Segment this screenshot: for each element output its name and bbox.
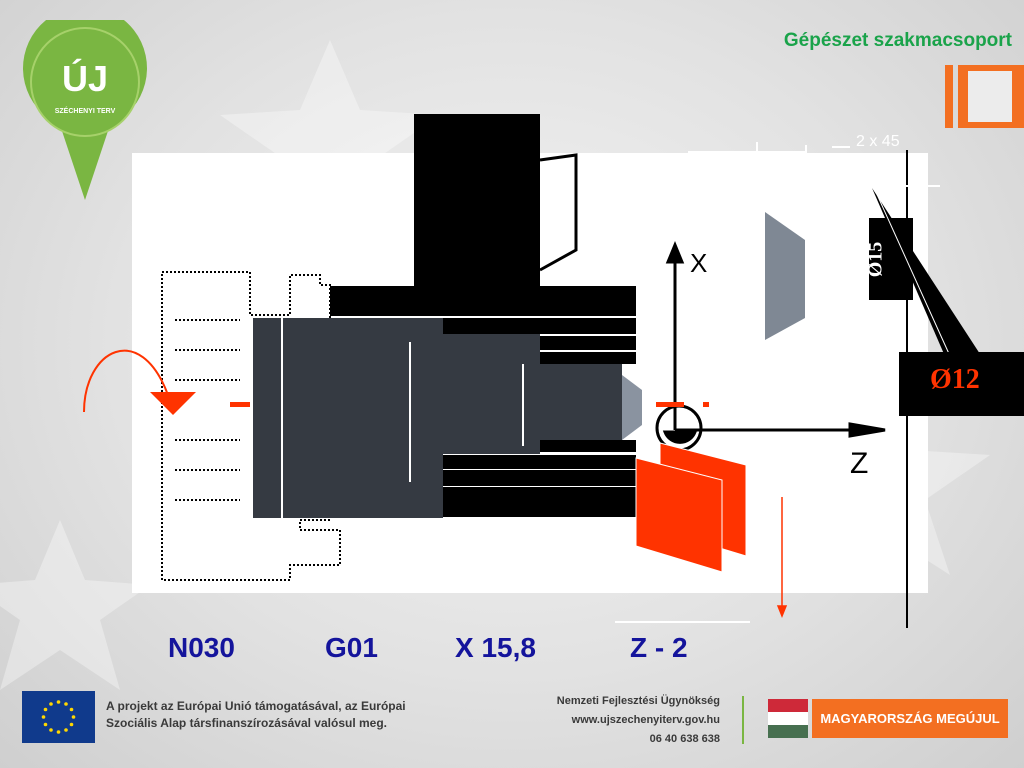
diameter-small-label: Ø12: [930, 364, 980, 395]
chuck-outline: [161, 271, 341, 581]
x-word: X 15,8: [455, 632, 536, 663]
phone-number: 06 40 638 638: [649, 733, 720, 745]
chamfer-label: 2 x 45: [856, 133, 900, 150]
page-title: Gépészet szakmacsoport: [783, 30, 1012, 51]
eu-flag: [22, 691, 95, 743]
eu-text-line1: A projekt az Európai Unió támogatásával,…: [106, 699, 406, 713]
orange-bar-decoration: [940, 65, 1024, 128]
workpiece: [253, 318, 642, 518]
nc-program-line: N030 G01 X 15,8 Z - 2: [0, 632, 1024, 672]
uj-szechenyi-terv-logo: [23, 20, 147, 200]
rotation-arrow-icon: [83, 349, 250, 415]
tool-holder-shape: [765, 212, 805, 340]
logo-sub-text: SZÉCHENYI TERV: [54, 108, 116, 115]
callout-pointer: [872, 188, 980, 354]
diameter-large-label: Ø15: [864, 241, 887, 278]
z-word: Z - 2: [630, 632, 688, 663]
eu-stars-icon: [41, 700, 76, 734]
website-link[interactable]: www.ujszechenyiterv.gov.hu: [571, 714, 720, 726]
slogan-badge: MAGYARORSZÁG MEGÚJUL: [812, 699, 1008, 738]
coordinate-axes: [655, 241, 886, 452]
diameter-small-box: [899, 352, 1024, 416]
logo-main-text: ÚJ: [61, 58, 109, 99]
axis-z-label: Z: [850, 447, 869, 480]
chamfer-dimension: [688, 142, 850, 155]
tool-marker: [656, 402, 684, 407]
eu-text-line2: Szociális Alap társfinanszírozásával val…: [106, 716, 387, 730]
axis-x-label: X: [690, 248, 708, 278]
agency-name: Nemzeti Fejlesztési Ügynökség: [556, 695, 720, 707]
cutting-tool: [635, 442, 747, 573]
n-word: N030: [168, 632, 235, 663]
footer-divider: [742, 696, 744, 744]
footer: A projekt az Európai Unió támogatásával,…: [0, 684, 1024, 768]
down-arrow-icon: [776, 497, 788, 619]
g-word: G01: [325, 632, 378, 663]
hungarian-flag: [768, 699, 808, 738]
